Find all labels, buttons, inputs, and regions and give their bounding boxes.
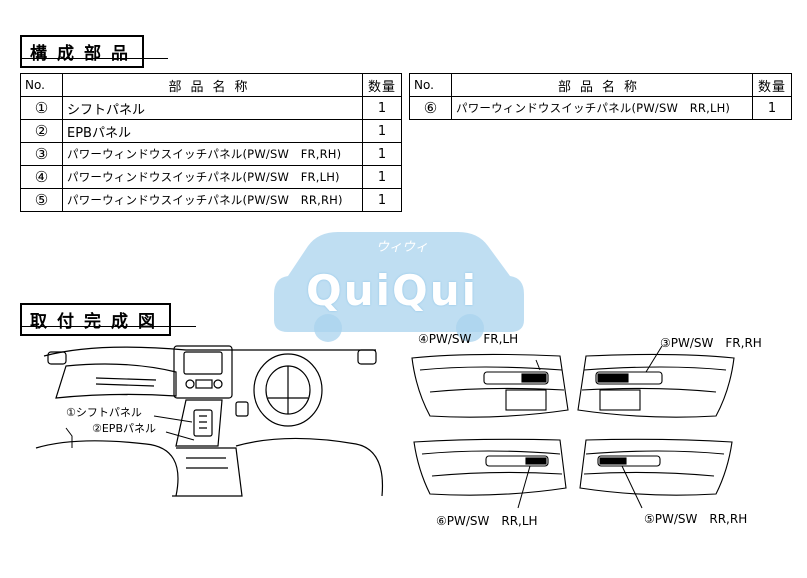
watermark-kana: ウィウィ — [376, 240, 429, 255]
header-no: No. — [20, 73, 63, 97]
row-no: ② — [20, 119, 63, 143]
row-qty: 1 — [752, 96, 792, 120]
label-rr-rh: ⑤PW/SW RR,RH — [644, 512, 748, 526]
table-row: ③ パワーウィンドウスイッチパネル(PW/SW FR,RH) 1 — [20, 142, 402, 166]
table-header-row: No. 部品名称 数量 — [409, 73, 792, 97]
label-fr-lh: ④PW/SW FR,LH — [418, 332, 519, 346]
row-qty: 1 — [362, 188, 402, 212]
install-title-underline — [20, 326, 196, 327]
header-name: 部品名称 — [451, 73, 753, 97]
door-rr-lh-illustration — [413, 438, 567, 509]
row-no: ① — [20, 96, 63, 120]
row-part-name: パワーウィンドウスイッチパネル(PW/SW FR,RH) — [62, 142, 363, 166]
row-qty: 1 — [362, 119, 402, 143]
row-qty: 1 — [362, 96, 402, 120]
header-qty: 数量 — [362, 73, 402, 97]
row-no: ④ — [20, 165, 63, 189]
label-rr-lh: ⑥PW/SW RR,LH — [436, 514, 538, 528]
dashboard-illustration — [35, 345, 384, 497]
row-no: ⑤ — [20, 188, 63, 212]
door-rr-rh-illustration — [579, 438, 733, 509]
header-name: 部品名称 — [62, 73, 363, 97]
watermark-text: QuiQui — [306, 266, 479, 315]
row-part-name: パワーウィンドウスイッチパネル(PW/SW RR,RH) — [62, 188, 363, 212]
table-header-row: No. 部品名称 数量 — [20, 73, 402, 97]
table-row: ⑤ パワーウィンドウスイッチパネル(PW/SW RR,RH) 1 — [20, 188, 402, 212]
install-section-title: 取付完成図 — [20, 303, 171, 336]
parts-section-title: 構成部品 — [20, 35, 144, 68]
row-part-name: シフトパネル — [62, 96, 363, 120]
table-row: ① シフトパネル 1 — [20, 96, 402, 120]
row-part-name: EPBパネル — [62, 119, 363, 143]
row-qty: 1 — [362, 165, 402, 189]
parts-table-right: No. 部品名称 数量 ⑥ パワーウィンドウスイッチパネル(PW/SW RR,L… — [409, 73, 792, 120]
row-no: ③ — [20, 142, 63, 166]
row-qty: 1 — [362, 142, 402, 166]
header-qty: 数量 — [752, 73, 792, 97]
row-part-name: パワーウィンドウスイッチパネル(PW/SW FR,LH) — [62, 165, 363, 189]
door-fr-rh-illustration — [577, 345, 735, 418]
label-shift-panel: ①シフトパネル — [66, 406, 142, 419]
table-row: ④ パワーウィンドウスイッチパネル(PW/SW FR,LH) 1 — [20, 165, 402, 189]
label-fr-rh: ③PW/SW FR,RH — [660, 336, 762, 350]
watermark-logo — [274, 232, 524, 342]
parts-table-left: No. 部品名称 数量 ① シフトパネル 1 ② EPBパネル 1 ③ パワーウ… — [20, 73, 402, 212]
label-epb-panel: ②EPBパネル — [92, 422, 156, 435]
header-no: No. — [409, 73, 452, 97]
table-row: ② EPBパネル 1 — [20, 119, 402, 143]
row-part-name: パワーウィンドウスイッチパネル(PW/SW RR,LH) — [451, 96, 753, 120]
row-no: ⑥ — [409, 96, 452, 120]
table-row: ⑥ パワーウィンドウスイッチパネル(PW/SW RR,LH) 1 — [409, 96, 792, 120]
parts-title-underline — [20, 58, 168, 59]
door-fr-lh-illustration — [411, 353, 569, 418]
